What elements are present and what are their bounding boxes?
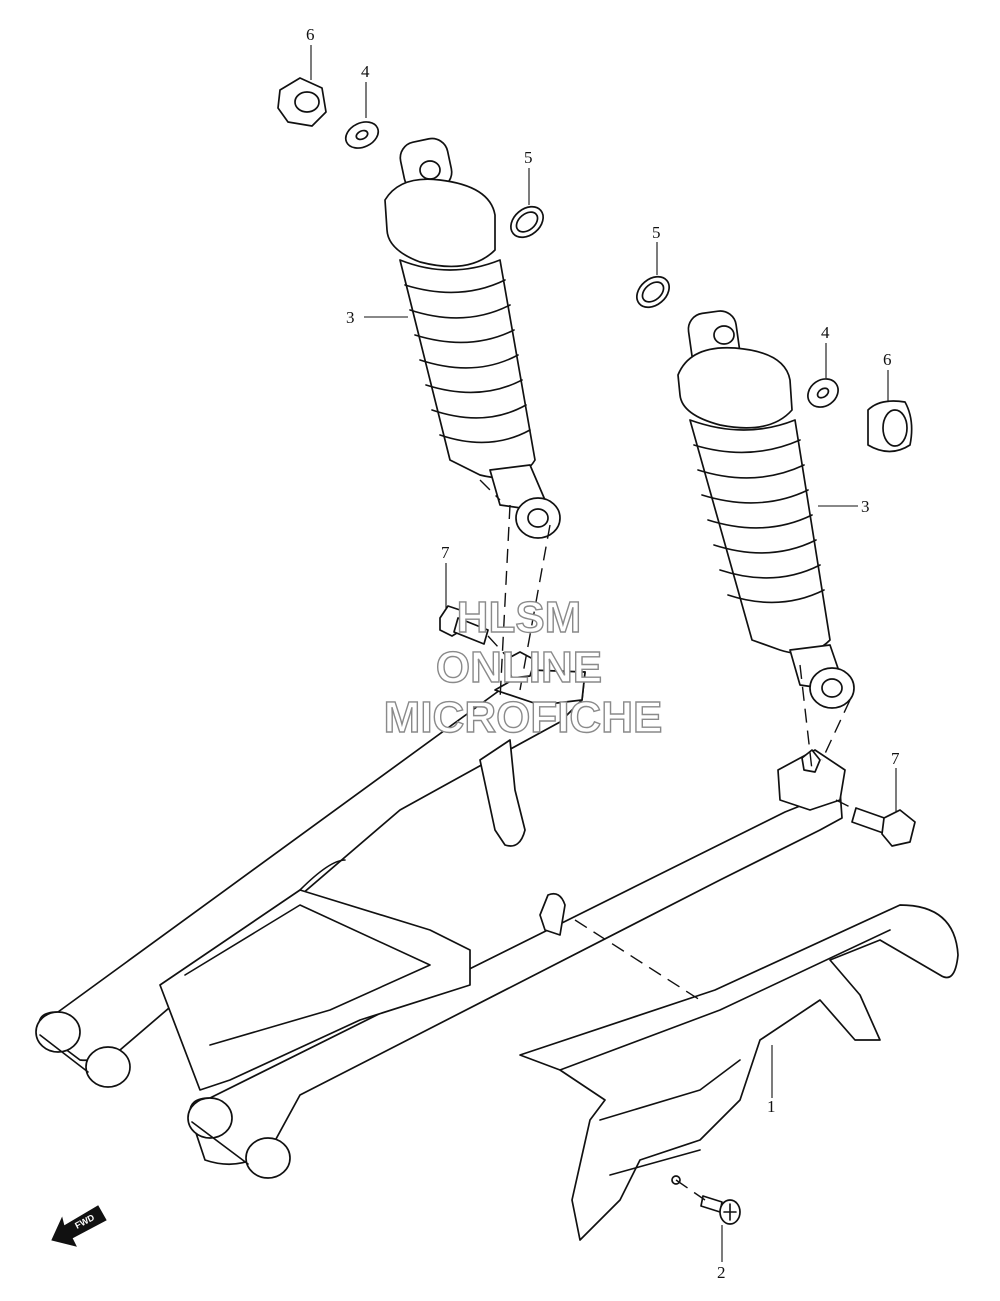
shock-absorber-left bbox=[384, 137, 561, 539]
watermark-line-2: ONLINE bbox=[436, 643, 602, 692]
callout-4-left: 4 bbox=[361, 62, 370, 81]
callout-6-left: 6 bbox=[306, 25, 315, 44]
shock-absorber-right bbox=[677, 310, 855, 709]
washer-4-left bbox=[344, 121, 380, 149]
callout-leaders bbox=[310, 45, 897, 1262]
callout-2: 2 bbox=[717, 1263, 726, 1282]
watermark: HLSM ONLINE MICROFICHE bbox=[383, 592, 663, 742]
chain-case bbox=[519, 904, 959, 1241]
washer-5-right bbox=[636, 275, 670, 309]
cap-nut-right bbox=[867, 400, 913, 453]
callout-1: 1 bbox=[767, 1097, 776, 1116]
washer-4-right bbox=[807, 378, 839, 408]
callout-3-right: 3 bbox=[861, 497, 870, 516]
nut-left bbox=[277, 77, 327, 127]
screw bbox=[700, 1195, 741, 1225]
forward-arrow-icon: FWD bbox=[51, 1205, 107, 1247]
watermark-line-3: MICROFICHE bbox=[384, 693, 663, 742]
callout-6-right: 6 bbox=[883, 350, 892, 369]
washer-5-left bbox=[510, 205, 544, 239]
bolt-right bbox=[801, 749, 916, 847]
callout-5-right: 5 bbox=[652, 223, 661, 242]
callout-7-left: 7 bbox=[441, 543, 450, 562]
spring-coils-left bbox=[404, 279, 531, 444]
callout-7-right: 7 bbox=[891, 749, 900, 768]
watermark-line-1: HLSM bbox=[457, 593, 582, 642]
spring-coils-right bbox=[693, 439, 825, 604]
assembly-lines bbox=[479, 479, 857, 1201]
bolt-left bbox=[439, 605, 536, 679]
callout-labels: 6 4 5 3 5 4 6 3 7 7 1 2 bbox=[306, 25, 900, 1282]
callout-3-left: 3 bbox=[346, 308, 355, 327]
callout-5-left: 5 bbox=[524, 148, 533, 167]
swing-arm bbox=[35, 669, 846, 1179]
callout-4-right: 4 bbox=[821, 323, 830, 342]
